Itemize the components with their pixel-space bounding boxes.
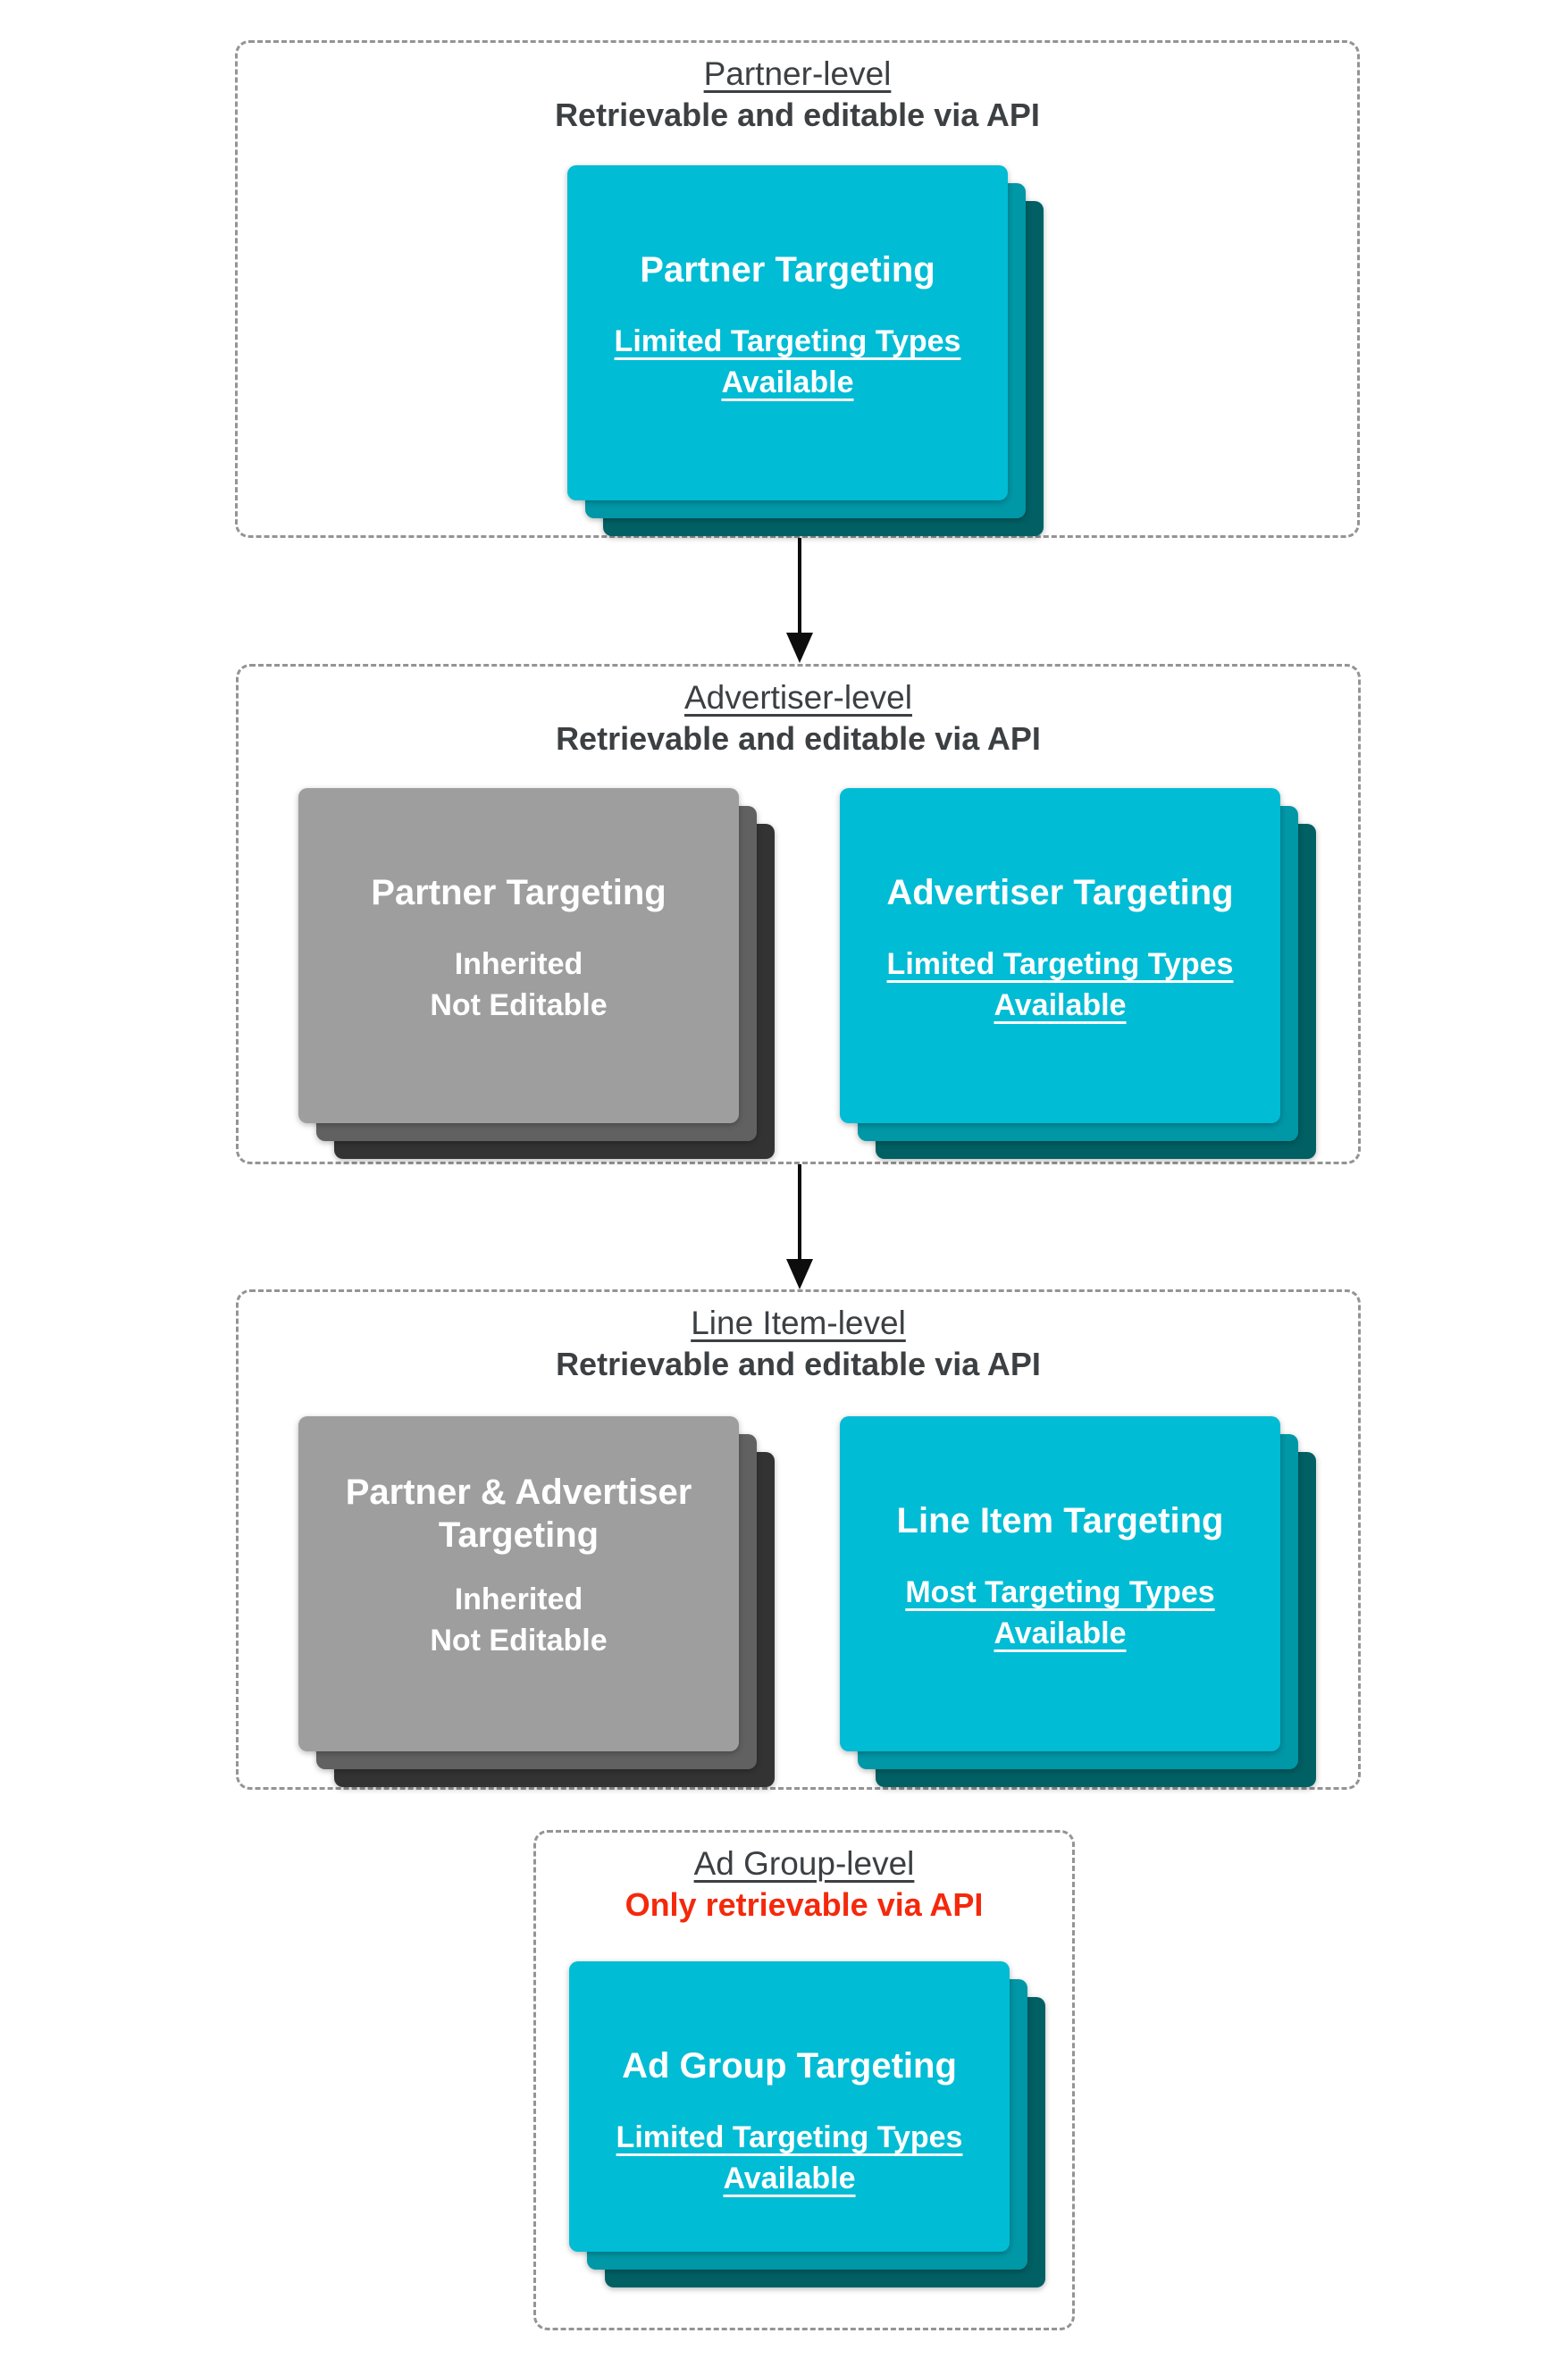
stack-advertiser-targeting: Advertiser Targeting Limited Targeting T… [840, 788, 1316, 1159]
card-subtitle: Limited Targeting Types Available [616, 2120, 963, 2195]
card-body: Inherited Not Editable [430, 947, 608, 1022]
card-subtitle: Most Targeting Types Available [905, 1575, 1215, 1650]
card-title: Ad Group Targeting [622, 2046, 957, 2086]
arrow-head-icon [786, 633, 813, 663]
card-subtitle: Limited Targeting Types Available [886, 947, 1234, 1022]
partner-level-title: Partner-level [238, 54, 1357, 95]
line-item-level-title-text: Line Item-level [691, 1305, 906, 1341]
line-item-level-subtitle: Retrievable and editable via API [556, 1346, 1041, 1382]
stack-line-item-targeting: Line Item Targeting Most Targeting Types… [840, 1416, 1316, 1787]
line-item-level-title: Line Item-level [239, 1303, 1358, 1344]
flow-arrow-down-1 [786, 538, 813, 663]
ad-group-level-subtitle: Only retrievable via API [625, 1886, 984, 1923]
card-ad-group-targeting: Ad Group Targeting Limited Targeting Typ… [569, 1961, 1010, 2252]
advertiser-level-title: Advertiser-level [239, 677, 1358, 718]
card-advertiser-targeting: Advertiser Targeting Limited Targeting T… [840, 788, 1280, 1123]
advertiser-level-title-text: Advertiser-level [684, 679, 912, 716]
stack-partner-targeting: Partner Targeting Limited Targeting Type… [567, 165, 1044, 536]
arrow-head-icon [786, 1259, 813, 1289]
card-title: Partner Targeting [371, 873, 667, 912]
ad-group-level-title-text: Ad Group-level [693, 1845, 915, 1882]
arrow-line [798, 538, 801, 633]
stack-inherited-partner-targeting: Partner Targeting Inherited Not Editable [298, 788, 775, 1159]
card-title: Advertiser Targeting [886, 873, 1234, 912]
card-subtitle: Limited Targeting Types Available [614, 324, 961, 399]
partner-level-title-text: Partner-level [703, 55, 892, 92]
card-inherited-partner-advertiser-targeting: Partner & Advertiser Targeting Inherited… [298, 1416, 739, 1751]
stack-inherited-partner-advertiser-targeting: Partner & Advertiser Targeting Inherited… [298, 1416, 775, 1787]
ad-group-level-title: Ad Group-level [536, 1843, 1072, 1884]
card-partner-targeting: Partner Targeting Limited Targeting Type… [567, 165, 1008, 500]
card-title: Partner Targeting [640, 250, 935, 290]
advertiser-level-subtitle: Retrievable and editable via API [556, 720, 1041, 757]
card-line-item-targeting: Line Item Targeting Most Targeting Types… [840, 1416, 1280, 1751]
card-title: Line Item Targeting [896, 1501, 1224, 1540]
arrow-line [798, 1164, 801, 1259]
partner-level-subtitle: Retrievable and editable via API [555, 97, 1040, 133]
card-inherited-partner-targeting: Partner Targeting Inherited Not Editable [298, 788, 739, 1123]
stack-ad-group-targeting: Ad Group Targeting Limited Targeting Typ… [569, 1961, 1045, 2287]
flow-arrow-down-2 [786, 1164, 813, 1289]
card-title: Partner & Advertiser Targeting [345, 1473, 692, 1555]
card-body: Inherited Not Editable [430, 1582, 608, 1658]
